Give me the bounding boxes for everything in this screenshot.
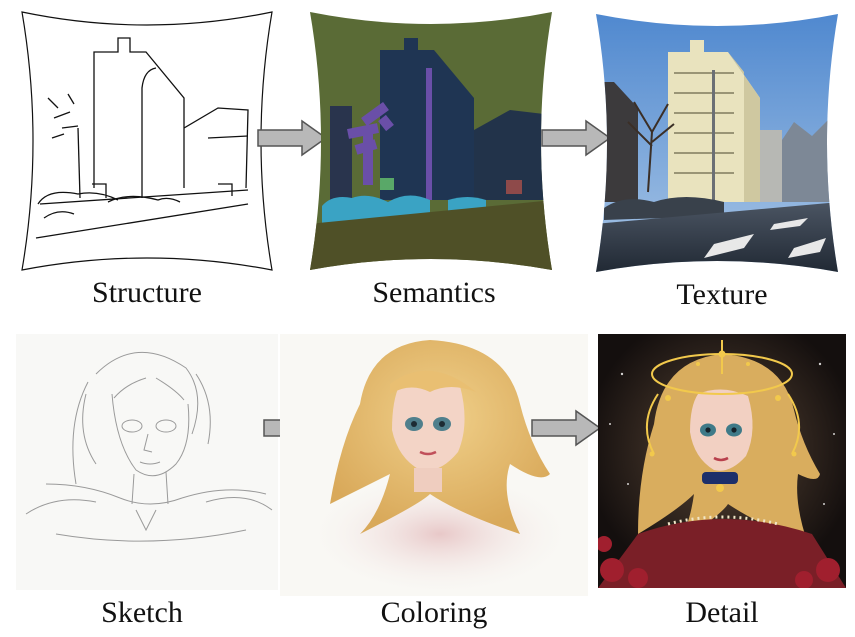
caption-structure: Structure — [92, 276, 202, 309]
coloring-image — [280, 334, 588, 596]
caption-sketch: Sketch — [101, 596, 183, 629]
sketch-image — [16, 334, 278, 590]
caption-semantics: Semantics — [372, 276, 496, 309]
caption-coloring: Coloring — [380, 596, 488, 629]
texture-image — [596, 14, 838, 272]
arrow-structure-to-semantics — [257, 119, 328, 157]
arrow-semantics-to-texture — [541, 119, 612, 157]
arrow-coloring-to-detail — [531, 409, 602, 447]
caption-texture: Texture — [676, 278, 768, 311]
detail-image — [598, 334, 846, 588]
structure-image — [21, 11, 273, 271]
semantics-image — [310, 12, 552, 270]
caption-detail: Detail — [685, 596, 759, 629]
